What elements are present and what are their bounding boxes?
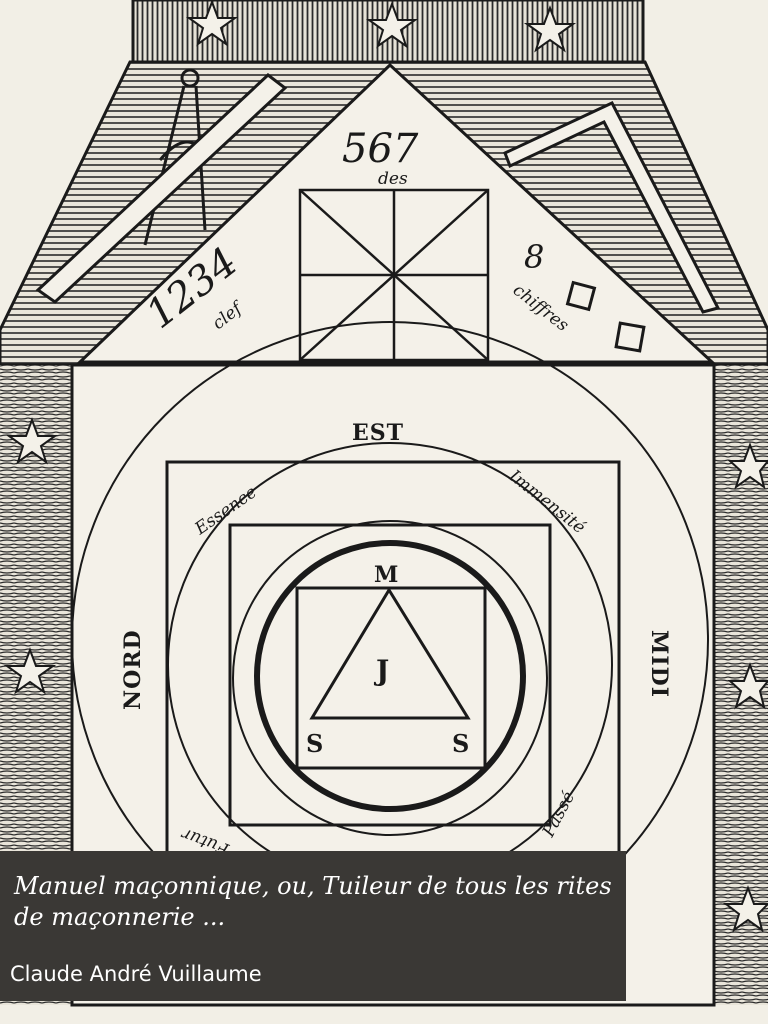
ruler-icon [35, 73, 288, 304]
letter-j: J [373, 654, 389, 687]
digits-top: 567 [342, 126, 419, 172]
book-author: Claude André Vuillaume [10, 962, 262, 986]
label-nord: NORD [120, 629, 146, 710]
inner-triangle [309, 587, 471, 720]
letter-s-right: S [452, 729, 469, 758]
cipher-grid [298, 188, 490, 362]
letter-m: M [374, 562, 398, 588]
inner-square [295, 586, 487, 770]
middle-square [228, 523, 552, 827]
triangle-pediment [76, 62, 716, 364]
inner-circle [254, 540, 526, 812]
word-des: des [378, 169, 408, 189]
label-midi: MIDI [646, 630, 672, 698]
letter-s-left: S [306, 729, 323, 758]
label-est: EST [352, 420, 404, 446]
inner-circle-outer [232, 520, 548, 836]
book-title: Manuel maçonnique, ou, Tuileur de tous l… [14, 872, 612, 931]
digit-right: 8 [524, 238, 544, 276]
title-box: Manuel maçonnique, ou, Tuileur de tous l… [0, 851, 626, 1001]
cipher-symbols [565, 280, 646, 353]
square-icon [503, 101, 721, 314]
star-icon [3, 0, 768, 933]
